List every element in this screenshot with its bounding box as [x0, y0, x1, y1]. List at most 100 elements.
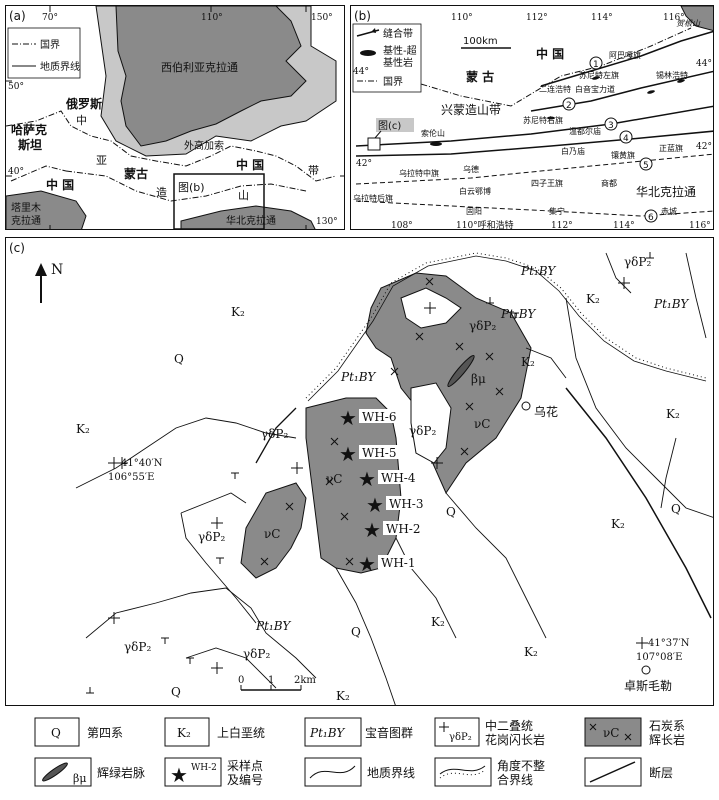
- svg-text:2: 2: [566, 101, 572, 111]
- panel-c-svg: ★ ★ ★ ★ ★ ★ WH-6 WH-5 WH-4 WH-3 WH-2 WH-…: [9, 241, 713, 705]
- svg-text:1: 1: [593, 60, 599, 70]
- deg-40: 40°: [8, 167, 24, 177]
- svg-text:白乃庙: 白乃庙: [561, 146, 585, 156]
- scale-bar-c: 0 1 2km: [238, 675, 316, 691]
- legend-boundary-label: 地质界线: [367, 766, 415, 780]
- legend-sample-box: [164, 757, 222, 787]
- svg-text:K₂: K₂: [521, 355, 535, 369]
- panel-b-svg: 1 2 3 4 5 6 (b) 缝合带 基性-超 基性岩 国界 100km 11…: [352, 6, 713, 230]
- svg-text:γδP₂: γδP₂: [409, 424, 436, 438]
- star-wh1: ★: [358, 552, 376, 576]
- legend-geology-label: 地质界线: [40, 60, 80, 73]
- ncc-label-b: 华北克拉通: [636, 184, 696, 199]
- star-wh6: ★: [339, 406, 357, 430]
- svg-text:Pt₁BY: Pt₁BY: [653, 297, 689, 311]
- svg-text:3: 3: [608, 121, 614, 131]
- svg-text:6: 6: [648, 213, 654, 223]
- zhong-label: 中: [76, 114, 87, 127]
- svg-text:Pt₁BY: Pt₁BY: [520, 264, 556, 278]
- svg-text:γδP₂: γδP₂: [124, 640, 151, 654]
- svg-text:γδP₂: γδP₂: [469, 319, 496, 333]
- star-wh3: ★: [366, 493, 384, 517]
- legend-vc-box: [584, 717, 642, 747]
- svg-text:γδP₂: γδP₂: [624, 255, 651, 269]
- suture-4: [355, 130, 713, 157]
- sample-stars: ★ ★ ★ ★ ★ ★: [339, 406, 384, 576]
- dai-label: 带: [308, 164, 319, 177]
- legend-unconf-label-2: 合界线: [497, 772, 533, 787]
- north-china-craton: [180, 205, 316, 229]
- panel-a-tag: (a): [9, 9, 26, 23]
- fault-line-2: [255, 407, 297, 464]
- wuhua-label: 乌花: [534, 404, 558, 419]
- legend-unconf-label-1: 角度不整: [497, 758, 545, 773]
- study-area-box-b: [173, 173, 265, 229]
- svg-text:4: 4: [623, 134, 629, 144]
- svg-text:110°: 110°: [451, 13, 473, 23]
- svg-text:WH-2: WH-2: [191, 763, 217, 773]
- svg-text:K₂: K₂: [231, 305, 245, 319]
- svg-text:商都: 商都: [601, 178, 617, 188]
- suture-number-markers: 1 2 3 4 5 6: [562, 56, 658, 223]
- svg-text:WH-3: WH-3: [389, 497, 424, 511]
- svg-text:0: 0: [238, 675, 244, 686]
- unconformity-line-2: [307, 255, 707, 402]
- figc-label-bg: [376, 118, 414, 132]
- legend-vc-label-1: 石炭系: [649, 719, 685, 733]
- tarim-label-2: 克拉通: [11, 214, 41, 227]
- tarim-label-1: 塔里木: [11, 201, 41, 214]
- svg-text:WH-6: WH-6: [362, 410, 397, 424]
- svg-text:WH-5: WH-5: [362, 446, 397, 460]
- china-east-label: 中 国: [236, 157, 264, 172]
- russia-label: 俄罗斯: [65, 96, 102, 111]
- svg-text:K₂: K₂: [524, 645, 538, 659]
- svg-text:温都尔庙: 温都尔庙: [569, 126, 601, 136]
- star-wh5: ★: [339, 442, 357, 466]
- svg-text:νC: νC: [326, 472, 342, 486]
- fault-line: [565, 387, 712, 619]
- star-wh4: ★: [358, 467, 376, 491]
- suture-2: [530, 70, 713, 112]
- star-wh2: ★: [363, 518, 381, 542]
- legend-gd-box: [434, 717, 480, 747]
- legend-sample-label-1: 采样点: [227, 758, 263, 773]
- ya-label: 亚: [96, 154, 107, 167]
- svg-text:112°: 112°: [551, 221, 573, 230]
- sample-labels: WH-6 WH-5 WH-4 WH-3 WH-2 WH-1: [359, 409, 428, 570]
- tarim-craton: [6, 190, 87, 229]
- svg-text:112°: 112°: [526, 13, 548, 23]
- mongolia-label: 蒙古: [124, 166, 148, 181]
- legend-mafic-label-2: 基性岩: [383, 56, 413, 69]
- svg-text:γδP₂: γδP₂: [243, 647, 270, 661]
- legend-gd-label-2: 花岗闪长岩: [485, 732, 545, 747]
- transbaikal-label: 外高加索: [184, 139, 224, 152]
- svg-text:K₂: K₂: [611, 517, 625, 531]
- svg-text:锡林浩特: 锡林浩特: [656, 70, 688, 80]
- study-area-box-c: [367, 137, 381, 151]
- svg-text:索伦山: 索伦山: [421, 128, 445, 138]
- svg-text:K₂: K₂: [431, 615, 445, 629]
- suture-3: [355, 105, 713, 147]
- deg-150: 150°: [311, 13, 333, 23]
- legend-border-label: 国界: [40, 39, 60, 51]
- china-label-b: 中 国: [536, 46, 564, 61]
- legend-vc-label-2: 辉长岩: [649, 732, 685, 747]
- deg-50: 50°: [8, 82, 24, 92]
- gabbro-x-marks: [260, 277, 504, 566]
- legend-svg: Q 第四系 K₂ 上白垩统 Pt₁BY 宝音图群 γδP₂ 中二叠统 花岗闪长岩…: [34, 717, 685, 787]
- panel-a-legend-box: [7, 27, 81, 79]
- svg-text:二连浩特: 二连浩特: [539, 84, 571, 94]
- coord2-lon: 107°08′E: [636, 652, 682, 663]
- legend-mafic-label-1: 基性-超: [383, 44, 417, 57]
- svg-text:乌拉特中旗: 乌拉特中旗: [399, 168, 439, 178]
- deg-110: 110°: [201, 13, 223, 23]
- svg-text:Pt₁BY: Pt₁BY: [309, 726, 345, 740]
- suture-6: [355, 200, 713, 217]
- map-legend: Q 第四系 K₂ 上白垩统 Pt₁BY 宝音图群 γδP₂ 中二叠统 花岗闪长岩…: [5, 712, 714, 796]
- kazakh-label-1: 哈萨克: [11, 122, 47, 137]
- svg-text:1: 1: [268, 675, 274, 686]
- svg-text:Pt₁BY: Pt₁BY: [255, 619, 291, 633]
- figc-label: 图(c): [378, 120, 401, 132]
- siberia-craton: [115, 6, 307, 147]
- xingmeng-label: 兴蒙造山带: [441, 103, 501, 117]
